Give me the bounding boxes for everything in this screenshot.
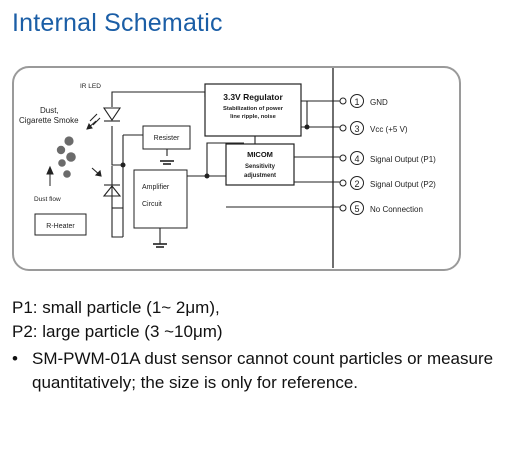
micom-sub-line1: Sensitivity	[245, 164, 276, 170]
page-title: Internal Schematic	[12, 9, 223, 37]
light-rays	[86, 120, 97, 130]
pin-vcc-label: Vcc (+5 V)	[370, 125, 408, 134]
regulator-title: 3.3V Regulator	[223, 92, 283, 102]
r-heater-box	[34, 213, 87, 236]
photodiode-symbol	[91, 167, 122, 197]
dust-flow-arrow	[46, 165, 54, 186]
pin-no-connection-label: No Connection	[370, 205, 423, 214]
internal-schematic-diagram: IR LED Dust, Cigarette Smoke Dust flow R…	[12, 66, 461, 271]
pin-no-connection-number: 5	[354, 204, 359, 214]
pin-gnd-label: GND	[370, 98, 388, 107]
pin-vcc-number: 3	[354, 124, 359, 134]
regulator-box	[204, 83, 302, 137]
notes-section: P1: small particle (1~ 2μm), P2: large p…	[12, 296, 512, 395]
pin-signal-p1: 4 Signal Output (P1)	[339, 151, 436, 165]
dust-particles	[56, 136, 76, 178]
pin-vcc: 3 Vcc (+5 V)	[339, 121, 408, 135]
amplifier-box	[133, 169, 188, 229]
amplifier-label-line1: Amplifier	[142, 184, 170, 191]
pin-signal-p2-number: 2	[354, 179, 359, 189]
schematic-frame	[12, 66, 461, 271]
resister-label: Resister	[154, 135, 180, 142]
amplifier-label-line2: Circuit	[142, 201, 162, 208]
note-bullet-text: SM-PWM-01A dust sensor cannot count part…	[32, 349, 494, 392]
pin-no-connection: 5 No Connection	[339, 201, 423, 215]
dust-label-line2: Cigarette Smoke	[19, 116, 79, 125]
micom-box	[225, 143, 295, 186]
pin-signal-p1-number: 4	[354, 154, 359, 164]
ground-symbols	[153, 160, 174, 248]
dust-flow-label: Dust flow	[34, 196, 61, 203]
regulator-sub-line2: line ripple, noise	[230, 114, 277, 120]
ir-led-symbol	[89, 107, 122, 126]
pin-signal-p1-label: Signal Output (P1)	[370, 155, 436, 164]
note-p1: P1: small particle (1~ 2μm),	[12, 298, 220, 317]
resister-box	[142, 125, 191, 150]
dust-label-line1: Dust,	[40, 106, 59, 115]
micom-title: MICOM	[247, 150, 273, 159]
micom-sub-line2: adjustment	[244, 173, 276, 179]
note-p2: P2: large particle (3 ~10μm)	[12, 322, 223, 341]
pin-gnd: 1 GND	[339, 94, 388, 108]
pin-signal-p2-label: Signal Output (P2)	[370, 180, 436, 189]
r-heater-label: R-Heater	[46, 223, 75, 230]
pin-signal-p2: 2 Signal Output (P2)	[339, 176, 436, 190]
note-bullet: • SM-PWM-01A dust sensor cannot count pa…	[12, 347, 512, 395]
ir-led-label: IR LED	[80, 83, 101, 90]
regulator-sub-line1: Stabilization of power	[223, 106, 284, 112]
junction-dots	[120, 124, 310, 179]
bullet-dot: •	[12, 349, 18, 368]
pin-gnd-number: 1	[354, 97, 359, 107]
